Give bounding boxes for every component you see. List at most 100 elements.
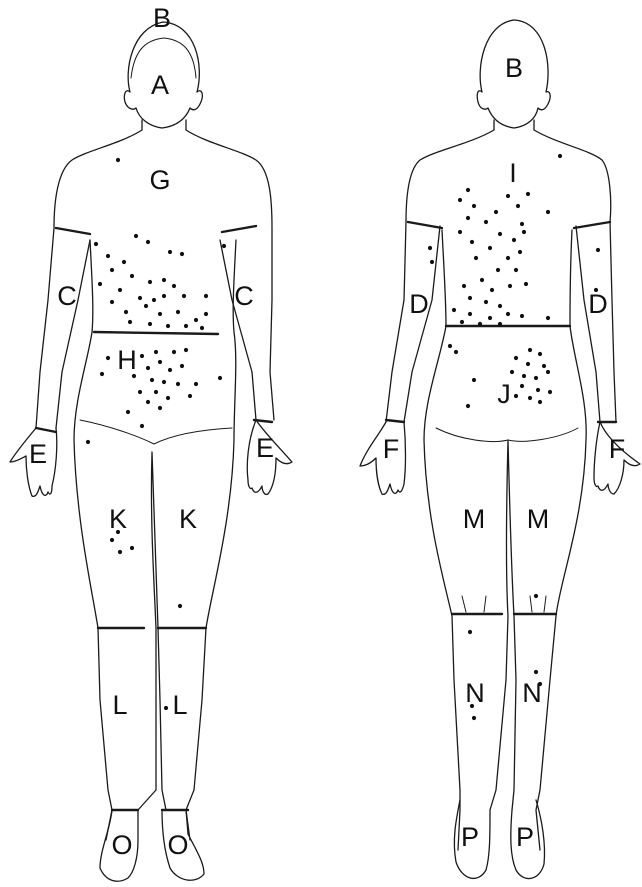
region-label-front-E-left: E: [256, 433, 274, 463]
region-label-front-K-right: K: [109, 504, 127, 534]
region-label-back-D-right: D: [588, 289, 608, 319]
lesion-dot: [204, 294, 208, 298]
lesion-dot: [516, 204, 520, 208]
back-arm-inner-left: [404, 226, 440, 422]
region-label-front-A: A: [151, 70, 169, 100]
lesion-dot: [180, 364, 184, 368]
region-label-back-B: B: [505, 53, 523, 83]
lesion-dot: [468, 296, 472, 300]
region-label-front-H: H: [117, 345, 137, 375]
lesion-dot: [140, 354, 144, 358]
lesion-dot: [166, 396, 170, 400]
region-label-back-F-left: F: [383, 434, 400, 464]
back-band-right-upper-arm: [574, 222, 610, 228]
lesion-dot: [494, 210, 498, 214]
lesion-dot: [146, 366, 150, 370]
lesion-dot: [538, 400, 542, 404]
lesion-dot: [470, 704, 474, 708]
lesion-dot: [154, 390, 158, 394]
lesion-dot: [188, 394, 192, 398]
lesion-dot: [172, 350, 176, 354]
region-label-front-O-right: O: [111, 830, 132, 860]
lesion-dot: [466, 216, 470, 220]
lesion-dot: [460, 320, 464, 324]
lesion-dot: [506, 194, 510, 198]
lesion-dot: [204, 312, 208, 316]
region-label-front-O-left: O: [167, 830, 188, 860]
lesion-dot: [510, 370, 514, 374]
lesion-dot: [498, 304, 502, 308]
lesion-dot: [526, 362, 530, 366]
lesion-dot: [468, 312, 472, 316]
lesion-dot: [168, 250, 172, 254]
front-band-right-upper-arm: [56, 228, 90, 234]
lesion-dot: [594, 288, 598, 292]
lesion-dot: [176, 382, 180, 386]
lesion-dot: [522, 230, 526, 234]
back-band-left-upper-arm: [408, 222, 442, 228]
lesion-dot: [164, 706, 168, 710]
lesion-dot: [94, 242, 98, 246]
lesion-dot: [428, 246, 432, 250]
lesion-dot: [134, 234, 138, 238]
lesion-dot: [448, 344, 452, 348]
lesion-dot: [472, 204, 476, 208]
front-band-left-upper-arm: [222, 226, 256, 232]
front-band-right-wrist: [36, 428, 56, 432]
lesion-dot: [110, 268, 114, 272]
lesion-dot: [454, 350, 458, 354]
lesion-dot: [506, 256, 510, 260]
lesion-dot: [122, 260, 126, 264]
lesion-dot: [526, 192, 530, 196]
lesion-dot: [150, 378, 154, 382]
region-label-back-J: J: [497, 379, 511, 409]
lesion-dot: [132, 374, 136, 378]
lesion-dot: [514, 394, 518, 398]
back-band-left-wrist: [386, 420, 404, 422]
lesion-dot: [534, 594, 538, 598]
lesion-dot: [166, 324, 170, 328]
region-label-back-I: I: [509, 158, 517, 188]
lesion-dot: [498, 232, 502, 236]
lesion-dot: [180, 252, 184, 256]
back-knee-crease-right: [530, 596, 546, 612]
region-label-back-P-right: P: [516, 822, 534, 852]
lesion-dot: [514, 356, 518, 360]
lesion-dot: [162, 294, 166, 298]
back-gluteal-fold: [436, 428, 578, 442]
lesion-dot: [154, 350, 158, 354]
region-label-front-C-left: C: [234, 281, 254, 311]
lesion-dot: [168, 368, 172, 372]
region-label-front-L-right: L: [112, 690, 127, 720]
lesion-dot: [596, 248, 600, 252]
lesion-dot: [466, 188, 470, 192]
lesion-dot: [472, 716, 476, 720]
region-label-back-M-left: M: [463, 504, 486, 534]
lesion-dot: [148, 322, 152, 326]
region-label-back-D-left: D: [409, 289, 429, 319]
lesion-dot: [218, 376, 222, 380]
region-label-front-L-left: L: [172, 690, 187, 720]
lesion-dot: [538, 352, 542, 356]
lesion-dot: [152, 298, 156, 302]
lesion-dot: [458, 198, 462, 202]
lesion-dot: [534, 376, 538, 380]
lesion-dot: [162, 380, 166, 384]
lesion-dot: [520, 314, 524, 318]
lesion-dot: [110, 300, 114, 304]
lesion-dot: [158, 360, 162, 364]
back-view: B I D D J F F M M N N P P: [360, 20, 640, 879]
lesion-dot: [546, 210, 550, 214]
front-groin-line: [80, 420, 232, 444]
lesion-dot: [468, 630, 472, 634]
lesion-dot: [130, 546, 134, 550]
region-label-front-B: B: [153, 3, 171, 33]
lesion-dot: [126, 410, 130, 414]
lesion-dot: [138, 390, 142, 394]
back-body-outline: [386, 120, 616, 850]
lesion-dot: [146, 400, 150, 404]
lesion-dot: [490, 288, 494, 292]
lesion-dot: [472, 378, 476, 382]
